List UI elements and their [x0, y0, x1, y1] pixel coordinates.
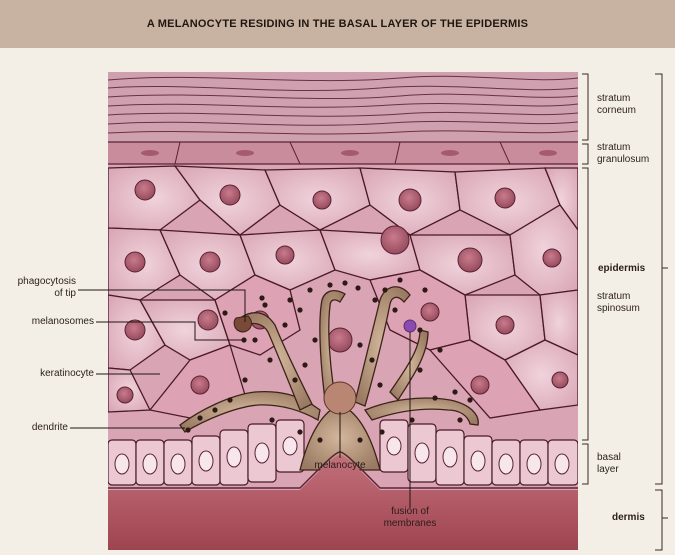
callout-keratinocyte: keratinocyte [40, 368, 94, 379]
fusion-point [403, 319, 417, 333]
callout-phagocytosis: phagocytosis of tip [4, 276, 76, 300]
diagram-title: A MELANOCYTE RESIDING IN THE BASAL LAYER… [146, 18, 529, 30]
label-stratum-corneum-line1: stratum [597, 93, 631, 104]
label-basal-layer-line1: basal [597, 452, 621, 463]
callout-dendrite: dendrite [31, 422, 68, 433]
callout-fusion-of-membranes: fusion of membranes [360, 506, 460, 530]
label-stratum-corneum: stratum corneum [597, 93, 636, 117]
dermis-layer [108, 455, 578, 550]
label-epidermis: epidermis [598, 263, 646, 274]
callout-fusion-line2: membranes [383, 518, 437, 529]
callout-melanocyte: melanocyte [314, 460, 366, 471]
label-stratum-granulosum-line2: granulosum [597, 154, 650, 165]
label-stratum-granulosum-line1: stratum [597, 142, 631, 153]
stratum-granulosum-layer [108, 141, 578, 165]
title-bar: A MELANOCYTE RESIDING IN THE BASAL LAYER… [0, 0, 675, 48]
label-stratum-spinosum-line1: stratum [597, 291, 631, 302]
label-stratum-spinosum: stratum spinosum [597, 291, 640, 315]
label-stratum-spinosum-line2: spinosum [597, 303, 640, 314]
label-basal-layer: basal layer [597, 452, 621, 476]
callout-phagocytosis-line1: phagocytosis [17, 276, 76, 287]
label-stratum-corneum-line2: corneum [597, 105, 636, 116]
layer-brackets [582, 73, 668, 551]
melanocyte-nucleus [323, 381, 357, 415]
label-dermis: dermis [612, 512, 645, 523]
label-basal-layer-line2: layer [597, 464, 619, 475]
stratum-corneum-layer [108, 72, 578, 142]
label-stratum-granulosum: stratum granulosum [597, 142, 649, 166]
phagocytosed-tip [233, 315, 252, 333]
callout-phagocytosis-line2: of tip [54, 288, 76, 299]
callout-fusion-line1: fusion of [391, 506, 429, 517]
callout-melanosomes: melanosomes [31, 316, 94, 327]
keratinocyte-nuclei [116, 179, 569, 404]
melanosomes [185, 277, 473, 443]
callout-leaders [70, 289, 411, 508]
